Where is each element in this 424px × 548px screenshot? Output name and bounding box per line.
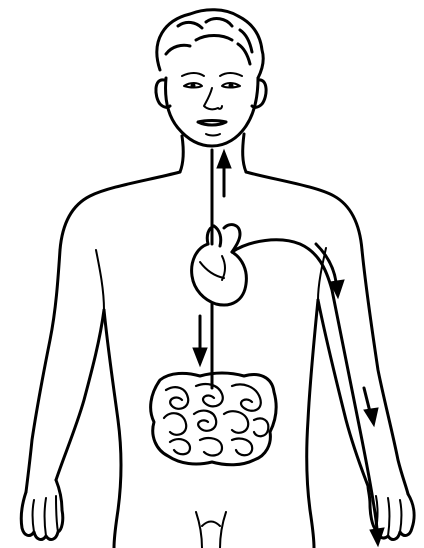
right-eyebrow	[220, 73, 242, 76]
intestines-coils	[164, 384, 268, 455]
down-arrow-icon-arm-2	[364, 408, 378, 426]
heart-outline	[192, 244, 247, 305]
up-arrow-icon	[217, 150, 231, 168]
head	[156, 10, 266, 146]
left-arm-outer	[26, 250, 60, 492]
chin-line	[206, 134, 220, 136]
neck-left	[180, 136, 183, 172]
nose	[204, 88, 222, 109]
neck-right	[243, 134, 246, 172]
heart	[192, 225, 247, 305]
down-arrow-icon	[193, 348, 207, 366]
hair	[157, 10, 263, 78]
left-fingers	[33, 496, 59, 536]
left-torso-side	[104, 310, 121, 548]
left-pupil	[191, 84, 195, 88]
left-shoulder	[60, 172, 180, 250]
right-torso-side	[307, 300, 318, 548]
right-shoulder	[246, 172, 362, 250]
left-eyebrow	[182, 73, 204, 76]
left-armpit	[96, 250, 104, 310]
right-arm-inner	[318, 300, 368, 486]
left-arm-inner	[56, 310, 104, 480]
circulation-paths	[193, 150, 384, 546]
heart-detail	[200, 256, 225, 280]
groin	[196, 512, 226, 548]
right-pupil	[229, 84, 233, 88]
right-arm-outer	[362, 250, 408, 494]
arm-arrow-2-shaft	[364, 388, 370, 412]
mouth	[198, 121, 226, 126]
